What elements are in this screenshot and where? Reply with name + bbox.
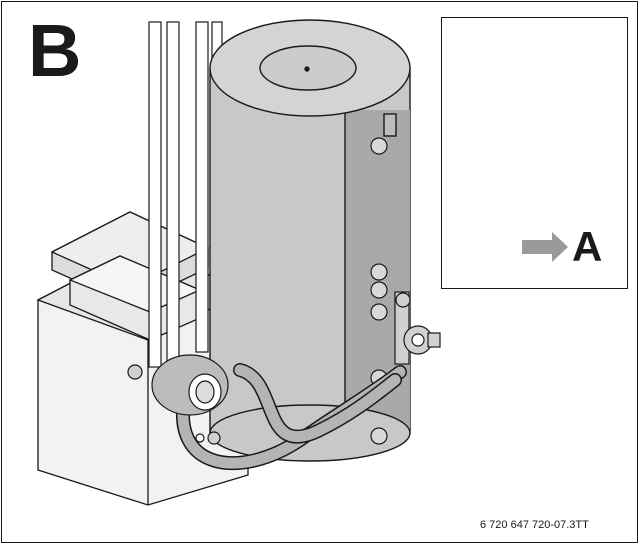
flexible-hoses <box>176 363 407 471</box>
tank-connections <box>370 137 388 445</box>
main-figure-label: B <box>28 9 82 92</box>
valve-manifold <box>127 354 229 445</box>
arrow-right-icon <box>522 232 568 262</box>
inset-figure-label: A <box>572 223 603 270</box>
reference-code: 6 720 647 720-07.3TT <box>480 519 589 531</box>
circulation-pump <box>394 291 441 365</box>
